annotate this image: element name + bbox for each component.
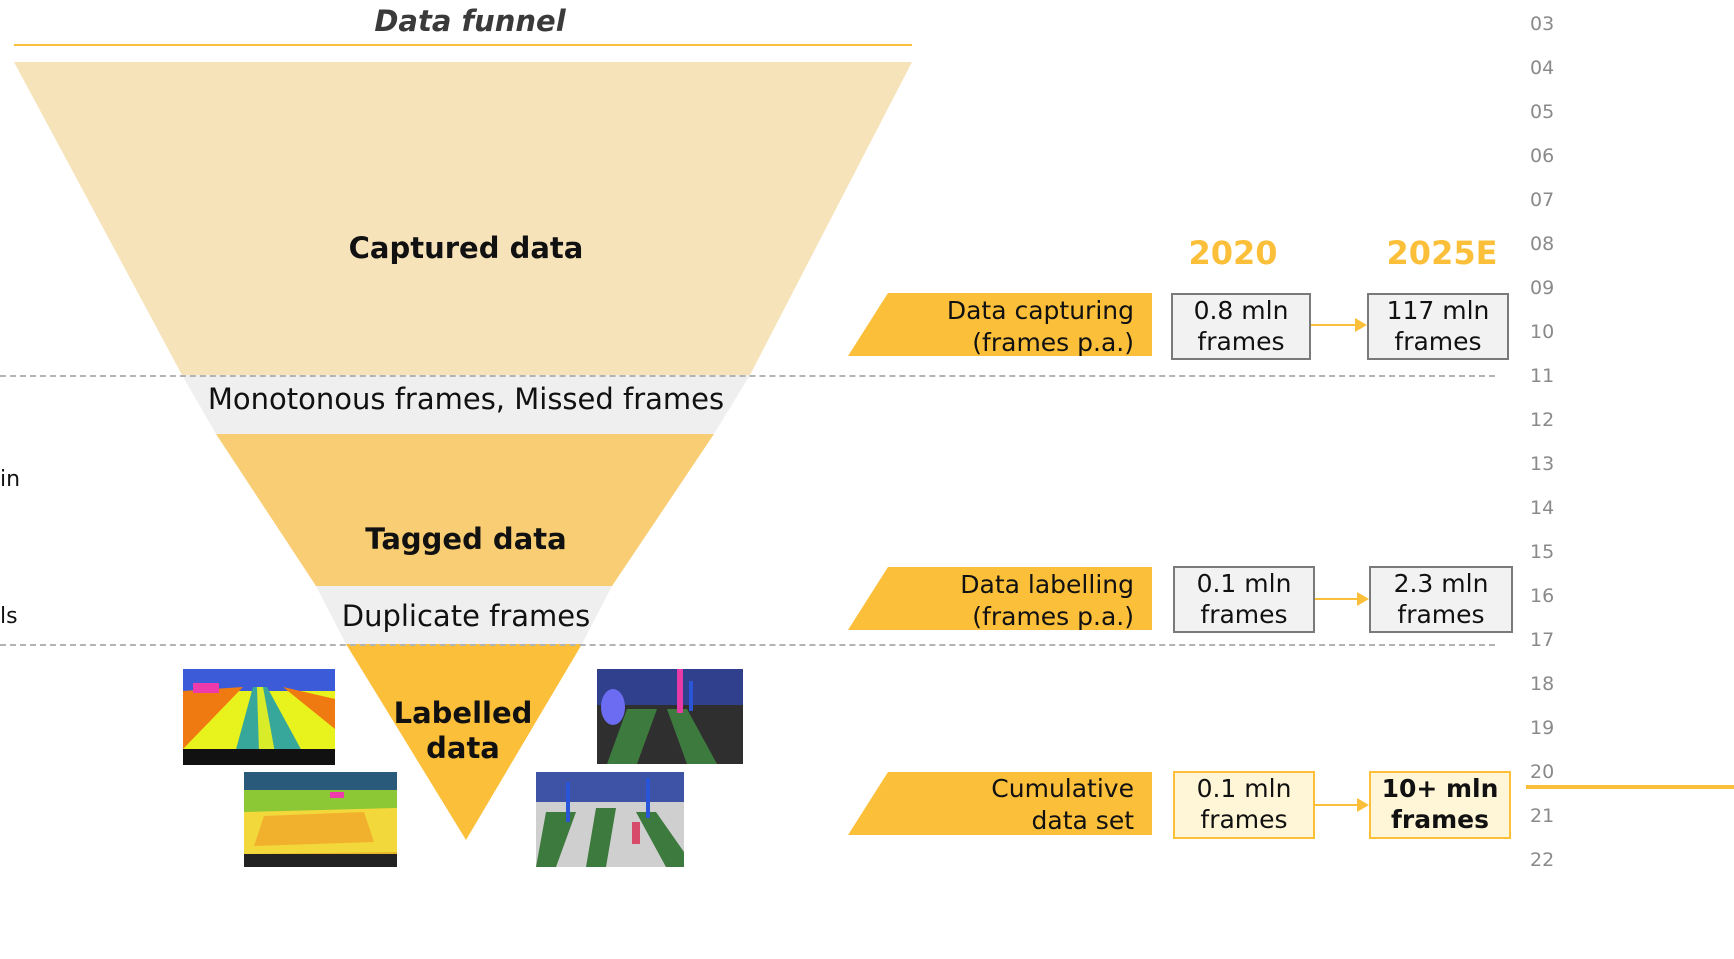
row1-label-line1: Data capturing [946,296,1134,325]
row3-arrow-head-icon [1357,798,1369,812]
row-number: 17 [1530,629,1555,651]
funnel-captured-band [14,62,912,375]
segmentation-road-1-image [183,669,335,765]
row1-label: Data capturing (frames p.a.) [880,295,1134,359]
row3-label: Cumulative data set [880,773,1134,837]
row1-value-2025: 117 mln frames [1367,293,1509,360]
row-number: 11 [1530,365,1555,387]
row2-v2025-line1: 2.3 mln [1393,569,1489,598]
segmentation-road-2-image [244,772,397,867]
row-number: 14 [1530,497,1555,519]
year-2025e-header: 2025E [1386,234,1498,272]
segmentation-warehouse-2-image [536,772,684,867]
labelled-data-line2: data [426,731,500,765]
segmentation-warehouse-1-image [597,669,743,764]
row2-value-2020: 0.1 mln frames [1173,566,1315,633]
row-number: 05 [1530,101,1555,123]
row-number: 07 [1530,189,1555,211]
row-number: 21 [1530,805,1555,827]
separator-line-1 [0,375,1495,377]
funnel-tagged-band [216,434,714,586]
row-number: 13 [1530,453,1555,475]
row-number: 19 [1530,717,1555,739]
funnel-graphic [14,62,912,840]
page-title: Data funnel [374,4,566,38]
funnel-labelled-band [346,644,582,840]
row2-label-line2: (frames p.a.) [972,602,1134,631]
row2-v2025-line2: frames [1397,600,1485,629]
row1-v2025-line1: 117 mln [1386,296,1490,325]
row2-label-line1: Data labelling [960,570,1134,599]
row3-v2025-line2: frames [1391,805,1489,834]
row-number: 20 [1530,761,1555,783]
row1-value-2020: 0.8 mln frames [1171,293,1311,360]
labelled-data-label: Labelled data [363,696,563,766]
row1-arrow-line [1311,324,1357,326]
row2-arrow-head-icon [1357,592,1369,606]
row-number: 16 [1530,585,1555,607]
row2-label: Data labelling (frames p.a.) [880,569,1134,633]
row2-v2020-line1: 0.1 mln [1196,569,1292,598]
loss-duplicate-label: Duplicate frames [341,599,591,633]
current-row-marker [1526,785,1734,789]
row1-label-line2: (frames p.a.) [972,328,1134,357]
year-2020-header: 2020 [1188,234,1278,272]
separator-line-2 [0,644,1495,646]
row-number: 15 [1530,541,1555,563]
loss-monotonous-label: Monotonous frames, Missed frames [207,382,725,416]
row2-label-banner [848,567,1152,630]
row3-v2025-line1: 10+ mln [1381,774,1499,803]
row1-v2020-line2: frames [1197,327,1285,356]
row1-arrow-head-icon [1355,318,1367,332]
row3-arrow-line [1315,804,1359,806]
labelled-data-line1: Labelled [393,696,533,730]
captured-data-label: Captured data [348,231,584,265]
row-number: 09 [1530,277,1555,299]
row-number: 10 [1530,321,1555,343]
row2-value-2025: 2.3 mln frames [1369,566,1513,633]
row-number: 08 [1530,233,1555,255]
title-underline [14,44,912,46]
tagged-data-label: Tagged data [365,522,567,556]
row3-label-line1: Cumulative [991,774,1134,803]
row-number: 04 [1530,57,1555,79]
row-number: 18 [1530,673,1555,695]
row-number: 03 [1530,13,1555,35]
row1-label-banner [848,293,1152,356]
row1-v2020-line1: 0.8 mln [1193,296,1289,325]
row-number: 12 [1530,409,1555,431]
row3-v2020-line2: frames [1200,805,1288,834]
row-number: 06 [1530,145,1555,167]
row2-arrow-line [1315,598,1359,600]
cutoff-text-2: ls [0,604,18,629]
funnel-loss2-band [316,586,612,644]
row3-label-banner [848,772,1152,835]
row3-label-line2: data set [1031,806,1134,835]
row2-v2020-line2: frames [1200,600,1288,629]
funnel-loss1-band [182,375,750,434]
row3-v2020-line1: 0.1 mln [1196,774,1292,803]
row3-value-2020: 0.1 mln frames [1173,771,1315,839]
row-number: 22 [1530,849,1555,871]
cutoff-text-1: in [0,467,21,492]
row3-value-2025: 10+ mln frames [1369,771,1511,839]
row1-v2025-line2: frames [1394,327,1482,356]
